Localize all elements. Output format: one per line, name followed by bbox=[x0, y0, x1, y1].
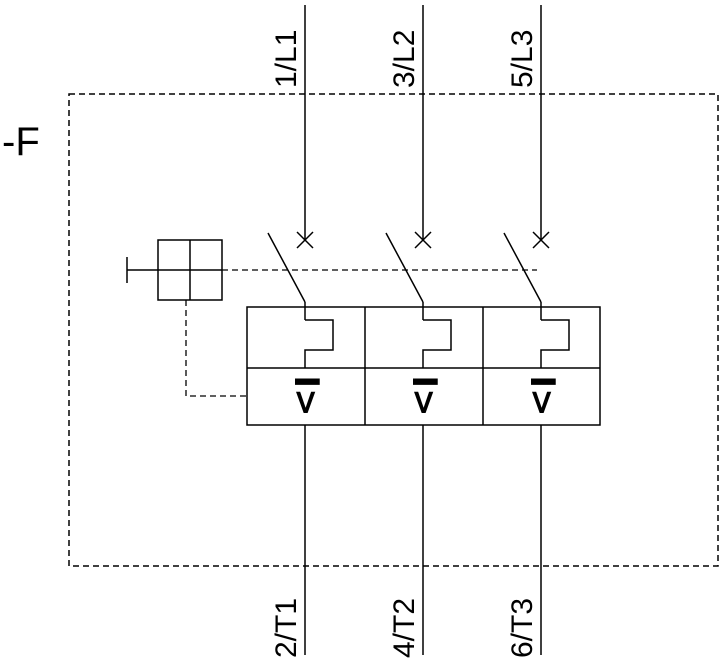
device-tag: -F bbox=[2, 120, 40, 164]
terminal-label-l1: 1/L1 bbox=[270, 30, 303, 88]
trip-unit-block bbox=[246, 306, 601, 426]
thermal-element-l2 bbox=[422, 319, 452, 368]
thermal-element-l3 bbox=[540, 319, 570, 368]
contact-cross-l1-b bbox=[296, 231, 314, 249]
switch-blade-l1 bbox=[267, 232, 306, 303]
trip-symbol-phase-1: I> bbox=[286, 375, 326, 416]
terminal-label-l2: 3/L2 bbox=[388, 30, 421, 88]
terminal-label-t1: 2/T1 bbox=[270, 598, 303, 658]
contact-cross-l3-b bbox=[532, 231, 550, 249]
trip-symbol-phase-3: I> bbox=[522, 375, 562, 416]
switch-blade-l2 bbox=[385, 232, 424, 303]
contact-cross-l2-b bbox=[414, 231, 432, 249]
device-enclosure bbox=[68, 93, 719, 567]
switch-blade-l3 bbox=[503, 232, 542, 303]
terminal-label-l3: 5/L3 bbox=[506, 30, 539, 88]
trip-symbol-phase-2: I> bbox=[404, 375, 444, 416]
terminal-label-t2: 4/T2 bbox=[388, 598, 421, 658]
terminal-label-t3: 6/T3 bbox=[506, 598, 539, 658]
mechanical-linkage-trip bbox=[185, 300, 247, 397]
thermal-element-l1 bbox=[304, 319, 334, 368]
